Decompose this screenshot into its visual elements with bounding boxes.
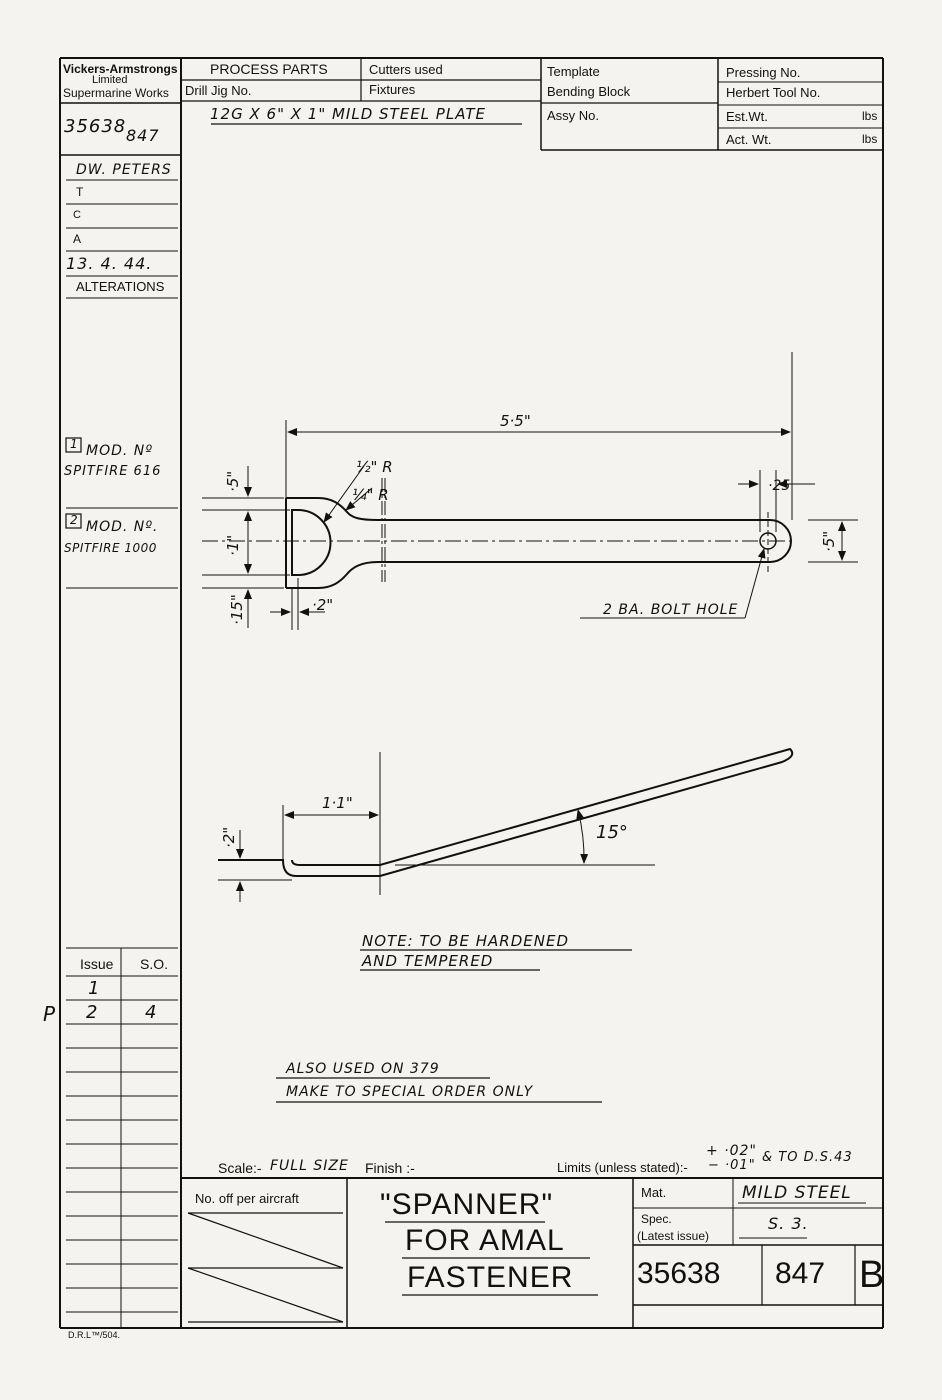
- alt1-line2: SPITFIRE 616: [64, 464, 162, 479]
- drawing-date: 13. 4. 44.: [66, 254, 153, 273]
- pressing-no-label: Pressing No.: [726, 65, 801, 80]
- cutters-used-label: Cutters used: [369, 62, 443, 77]
- a-label: A: [73, 232, 82, 246]
- dim-jaw-opening: ·1": [224, 535, 242, 556]
- spec-label: Spec.: [641, 1212, 672, 1226]
- lbs-label-1: lbs: [862, 109, 878, 123]
- issue-1: 1: [88, 978, 101, 999]
- company-line2: Limited: [92, 74, 128, 86]
- mat-value: MILD STEEL: [742, 1183, 852, 1203]
- dim-step: ·2": [220, 827, 238, 848]
- form-reference: D.R.L™/504.: [68, 1330, 121, 1340]
- dim-jaw-bottom: ·15": [228, 594, 246, 625]
- dim-head-width: ·5": [820, 531, 838, 552]
- also-used-line1: ALSO USED ON 379: [286, 1061, 440, 1077]
- limits-minus: − ·01": [708, 1158, 756, 1173]
- dim-jaw-depth: ·2": [312, 596, 333, 614]
- finish-label: Finish :-: [365, 1160, 415, 1176]
- fixtures-label: Fixtures: [369, 82, 416, 97]
- no-off-label: No. off per aircraft: [195, 1191, 299, 1206]
- mat-label: Mat.: [641, 1185, 667, 1200]
- limits-plus: + ·02": [706, 1143, 757, 1159]
- est-wt-label: Est.Wt.: [726, 109, 768, 124]
- issue-2: 2: [86, 1002, 99, 1023]
- alterations-label: ALTERATIONS: [76, 279, 165, 294]
- alt2-no: 2: [70, 513, 79, 527]
- drawing-number: 35638: [637, 1257, 721, 1290]
- note-line2: AND TEMPERED: [362, 952, 494, 970]
- process-parts-label: PROCESS PARTS: [210, 61, 328, 77]
- part-title-1: "SPANNER": [380, 1188, 554, 1221]
- dim-bend-length: 1·1": [322, 794, 353, 812]
- so-header: S.O.: [140, 956, 169, 972]
- issue-header: Issue: [80, 956, 114, 972]
- alt1-line1: MOD. Nº: [86, 443, 153, 459]
- alt1-no: 1: [70, 437, 79, 451]
- so-2: 4: [145, 1002, 158, 1023]
- scale-value: FULL SIZE: [270, 1158, 349, 1174]
- revision-letter: B: [859, 1254, 885, 1296]
- sheet-number: 847: [775, 1257, 826, 1290]
- drawing-ref-b: 847: [126, 126, 160, 145]
- dim-hole: ·25: [768, 478, 790, 494]
- dim-length: 5·5": [500, 412, 531, 430]
- dim-jaw-top: ·5": [224, 471, 242, 492]
- also-used-line2: MAKE TO SPECIAL ORDER ONLY: [286, 1084, 534, 1100]
- alt2-line2: SPITFIRE 1000: [64, 541, 157, 555]
- drawn-by: DW. PETERS: [76, 162, 172, 178]
- t-label: T: [76, 185, 84, 199]
- dim-angle: 15°: [596, 822, 628, 843]
- limits-ref: & TO D.S.43: [762, 1150, 853, 1165]
- company-line3: Supermarine Works: [63, 86, 169, 100]
- act-wt-label: Act. Wt.: [726, 132, 772, 147]
- latest-issue-label: (Latest issue): [637, 1229, 710, 1243]
- drawing-ref-a: 35638: [64, 116, 127, 137]
- part-title-2: FOR AMAL: [405, 1224, 565, 1257]
- c-label: C: [73, 209, 81, 221]
- dim-half-radius: ½" R: [356, 458, 393, 476]
- alt2-line1: MOD. Nº.: [86, 519, 159, 535]
- spec-value: S. 3.: [768, 1214, 809, 1233]
- material-spec: 12G X 6" X 1" MILD STEEL PLATE: [210, 105, 487, 123]
- assy-no-label: Assy No.: [547, 108, 600, 123]
- herbert-tool-label: Herbert Tool No.: [726, 85, 821, 100]
- part-title-3: FASTENER: [407, 1261, 574, 1294]
- p-mark: P: [43, 1002, 57, 1026]
- lbs-label-2: lbs: [862, 132, 878, 146]
- note-line1: NOTE: TO BE HARDENED: [362, 932, 570, 950]
- bending-block-label: Bending Block: [547, 84, 631, 99]
- drill-jig-label: Drill Jig No.: [185, 83, 252, 98]
- scale-label: Scale:-: [218, 1160, 262, 1176]
- limits-label: Limits (unless stated):-: [557, 1160, 688, 1175]
- company-line1: Vickers-Armstrongs: [63, 62, 178, 76]
- template-label: Template: [547, 64, 600, 79]
- bolt-hole-label: 2 BA. BOLT HOLE: [603, 602, 739, 618]
- dim-quarter-radius: ¼" R: [352, 486, 389, 504]
